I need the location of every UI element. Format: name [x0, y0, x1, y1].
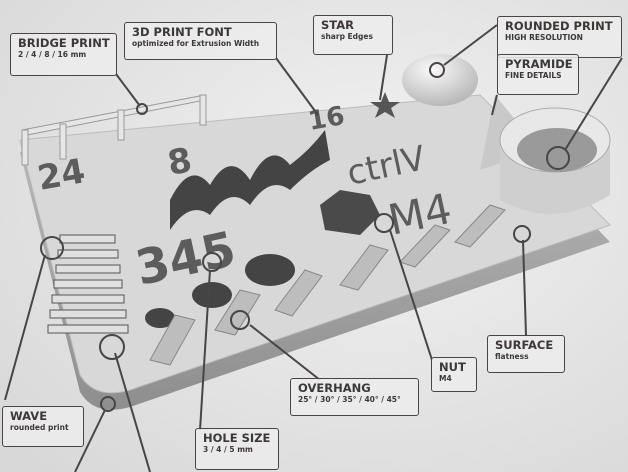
- label-hole-size: HOLE SIZE 3 / 4 / 5 mm: [195, 428, 279, 470]
- label-3d-print-font: 3D PRINT FONT optimized for Extrusion Wi…: [124, 22, 277, 60]
- cylinder: [499, 107, 611, 214]
- label-overhang: OVERHANG 25° / 30° / 35° / 40° / 45°: [290, 378, 419, 416]
- hole-3mm: [145, 308, 175, 328]
- label-subtitle: FINE DETAILS: [505, 71, 562, 80]
- label-surface: SURFACE flatness: [487, 335, 565, 373]
- dome: [402, 54, 478, 106]
- label-rounded-print: ROUNDED PRINT HIGH RESOLUTION: [497, 16, 622, 58]
- label-title: STAR: [321, 18, 354, 32]
- label-subtitle: HIGH RESOLUTION: [505, 33, 583, 42]
- label-nut: NUT M4: [431, 357, 477, 392]
- label-subtitle: 2 / 4 / 8 / 16 mm: [18, 50, 87, 59]
- leader-lines: [4, 24, 623, 472]
- label-subtitle: M4: [439, 374, 452, 383]
- label-title: OVERHANG: [298, 381, 371, 395]
- nut-hole: [320, 190, 380, 235]
- stairs: [47, 234, 129, 334]
- hole-5mm: [245, 254, 295, 286]
- label-subtitle: optimized for Extrusion Width: [132, 39, 260, 48]
- bridge-structures: [21, 94, 207, 166]
- label-subtitle: 3 / 4 / 5 mm: [203, 445, 253, 454]
- label-title: SURFACE: [495, 338, 554, 352]
- label-title: HOLE SIZE: [203, 431, 271, 445]
- label-title: 3D PRINT FONT: [132, 25, 232, 39]
- label-wave: WAVE rounded print: [2, 406, 84, 447]
- label-subtitle: flatness: [495, 352, 529, 361]
- overhang-blocks: [149, 204, 506, 366]
- label-star: STAR sharp Edges: [313, 15, 393, 55]
- label-bridge-print: BRIDGE PRINT 2 / 4 / 8 / 16 mm: [10, 33, 117, 76]
- label-title: NUT: [439, 360, 466, 374]
- label-subtitle: 25° / 30° / 35° / 40° / 45°: [298, 395, 401, 404]
- label-title: WAVE: [10, 409, 48, 423]
- label-title: PYRAMIDE: [505, 57, 573, 71]
- model-text-24: 24: [35, 151, 89, 199]
- hole-4mm: [192, 282, 232, 308]
- star-shape: [370, 92, 400, 118]
- label-subtitle: rounded print: [10, 423, 69, 432]
- label-pyramide: PYRAMIDE FINE DETAILS: [497, 54, 579, 95]
- label-subtitle: sharp Edges: [321, 32, 373, 41]
- label-title: BRIDGE PRINT: [18, 36, 110, 50]
- label-title: ROUNDED PRINT: [505, 19, 613, 33]
- wave-structure: [170, 130, 330, 230]
